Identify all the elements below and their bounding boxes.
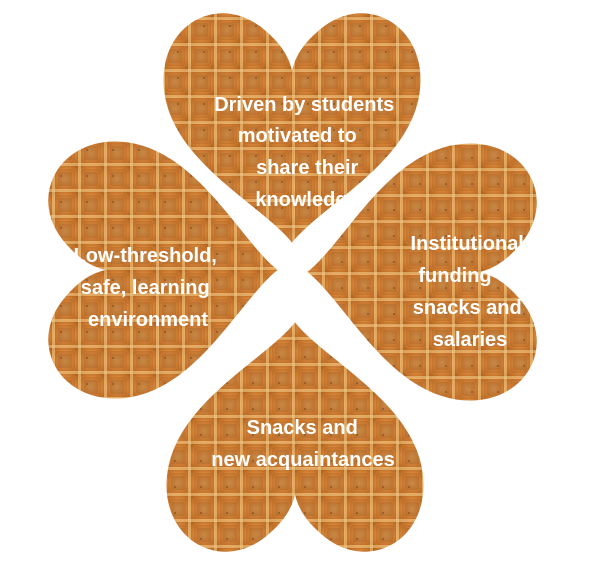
heart-top-label: Driven by students motivated to share th… xyxy=(214,94,400,211)
heart-bottom-label: Snacks and new acquaintances xyxy=(211,417,394,471)
heart-left-label: Low-threshold, safe, learning environmen… xyxy=(74,245,223,331)
heart-right-label: Institutional funding of snacks and sala… xyxy=(411,233,530,351)
